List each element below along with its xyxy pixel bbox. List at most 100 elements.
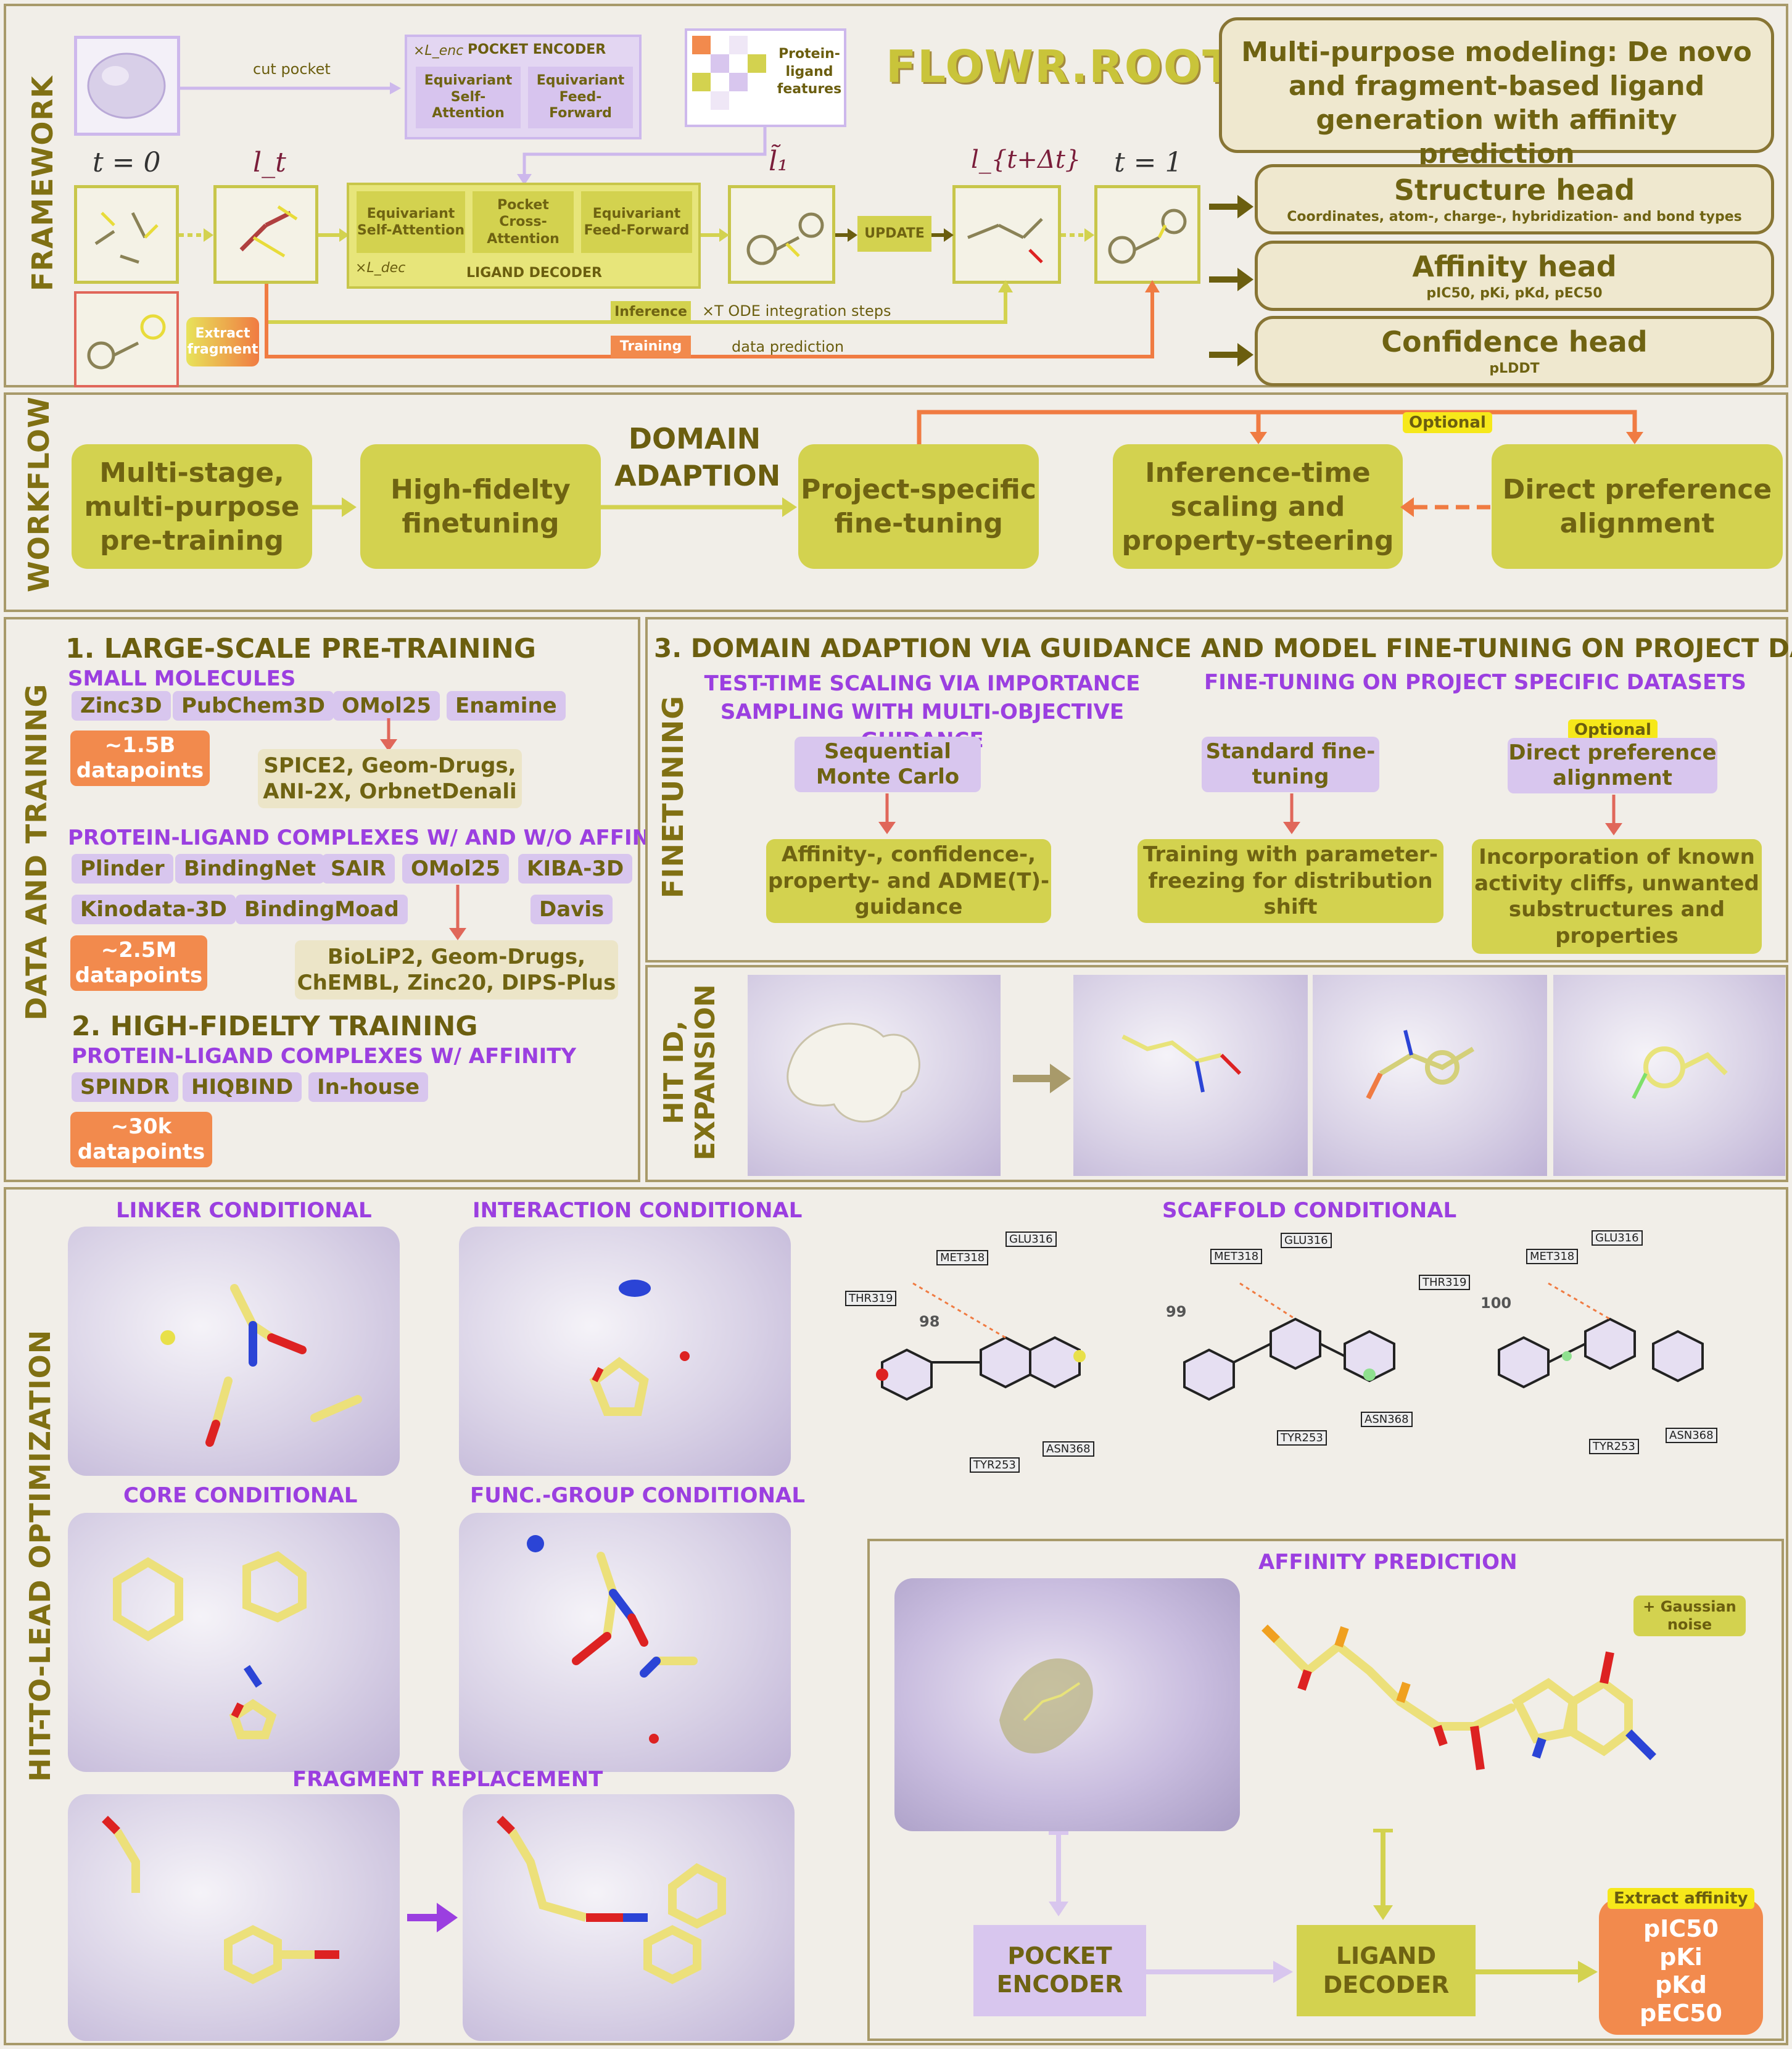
hit-pocket-image <box>748 975 1001 1176</box>
affinity-ligand-icon <box>1261 1625 1656 1770</box>
arrow-decoder-l1 <box>701 228 729 242</box>
chip-davis: Davis <box>531 895 613 924</box>
func-image <box>459 1513 791 1772</box>
ligand-decoder-self-attention: Equivariant Self-Attention <box>357 191 465 253</box>
pocket-encoder-self-attention: Equivariant Self-Attention <box>416 67 521 128</box>
framework-label: FRAMEWORK <box>26 75 59 291</box>
hit-to-lead-panel: HIT-TO-LEAD OPTIMIZATION LINKER CONDITIO… <box>4 1187 1788 2045</box>
arrow-dpa <box>1605 795 1622 835</box>
protein-ligand-features-block: Protein-ligand features <box>685 28 846 127</box>
hit-expansion-panel: HIT ID, EXPANSION <box>645 965 1788 1182</box>
hit-id-label: HIT ID, EXPANSION <box>658 984 721 1161</box>
chip-omol25-pl: OMol25 <box>402 854 510 884</box>
molecule-noise-icon <box>94 212 159 264</box>
workflow-panel: WORKFLOW Multi-stage, multi-purpose pre-… <box>4 392 1788 612</box>
residue-asn368-3: ASN368 <box>1666 1428 1717 1443</box>
h3-domain-adaption: 3. DOMAIN ADAPTION VIA GUIDANCE AND MODE… <box>654 633 1792 663</box>
affinity-head-title: Affinity head <box>1412 250 1617 283</box>
arrow-workflow-2 <box>601 497 797 517</box>
label-ltdt: l_{t+Δt} <box>971 146 1081 174</box>
label-t0: t = 0 <box>93 147 161 178</box>
scaffold-molecule-icon-1 <box>876 1282 1086 1401</box>
cut-pocket-text: cut pocket <box>253 60 331 78</box>
hit-ligand-image-2 <box>1313 975 1547 1176</box>
pocket-encoder-block: ×L_enc POCKET ENCODER Equivariant Self-A… <box>405 35 642 139</box>
arrow-head-structure <box>1209 195 1253 218</box>
affinity-head: Affinity head pIC50, pKi, pKd, pEC50 <box>1255 241 1774 311</box>
arrow-std-ft <box>1283 793 1300 834</box>
residue-thr319-1: THR319 <box>845 1291 897 1306</box>
domain-adaption-panel: 3. DOMAIN ADAPTION VIA GUIDANCE AND MODE… <box>645 617 1792 962</box>
interaction-image <box>459 1227 791 1476</box>
workflow-step-pretraining: Multi-stage, multi-purpose pre-training <box>72 444 312 569</box>
molecule-updated-icon <box>967 218 1043 263</box>
molecule-t1-frame <box>1094 185 1200 284</box>
arrow-head-affinity <box>1209 268 1253 291</box>
fragment-frame <box>74 291 179 387</box>
smc-box: Sequential Monte Carlo <box>795 737 981 792</box>
scaffold-molecule-icon-3 <box>1498 1282 1704 1389</box>
chip-bindingnet: BindingNet <box>175 854 325 884</box>
output-pki: pKi <box>1659 1943 1703 1971</box>
small-molecules-extra: SPICE2, Geom-Drugs, ANI-2X, OrbnetDenali <box>258 749 522 808</box>
label-t1: t = 1 <box>1114 147 1183 178</box>
affinity-head-sub: pIC50, pKi, pKd, pEC50 <box>1426 286 1603 301</box>
affinity-pocket-image <box>894 1578 1240 1831</box>
workflow-step-project-finetuning: Project-specific fine-tuning <box>798 444 1039 569</box>
scaffold-diagram-1: 98 MET318 GLU316 THR319 TYR253 ASN368 <box>827 1227 1141 1498</box>
ligand-decoder-feed-forward: Equivariant Feed-Forward <box>581 191 692 253</box>
affinity-ligand-decoder: LIGAND DECODER <box>1297 1925 1476 2016</box>
hit-ligand-icon-1 <box>1121 1034 1242 1093</box>
high-fidelity-title: PROTEIN-LIGAND COMPLEXES W/ AFFINITY <box>72 1044 577 1069</box>
arrow-update-ltdt <box>931 228 954 242</box>
residue-glu316-3: GLU316 <box>1592 1230 1643 1246</box>
residue-asn368-1: ASN368 <box>1043 1441 1094 1457</box>
chip-kiba3d: KIBA-3D <box>518 854 633 884</box>
ligand-decoder-repeat: ×L_dec <box>355 260 406 276</box>
residue-thr319-2: THR319 <box>1419 1275 1471 1290</box>
interaction-molecule-icon <box>589 1280 690 1416</box>
inference-tag: Inference <box>611 301 691 323</box>
standard-finetuning-output: Training with parameter-freezing for dis… <box>1138 839 1443 923</box>
fragment-replace-arrow <box>407 1903 458 1932</box>
core-molecule-icon <box>113 1551 307 1739</box>
scaffold-diagram-2: 99 MET318 GLU316 THR319 TYR253 ASN368 <box>1147 1227 1471 1498</box>
affinity-pocket-surface-icon <box>999 1658 1093 1753</box>
cut-pocket-arrow <box>180 82 401 94</box>
confidence-head-title: Confidence head <box>1381 325 1648 358</box>
ligand-to-decoder-arrow <box>1373 1829 1393 1920</box>
affinity-title: AFFINITY PREDICTION <box>1258 1550 1517 1575</box>
func-title: FUNC.-GROUP CONDITIONAL <box>470 1483 805 1508</box>
hit-ligand-image-3 <box>1553 975 1785 1176</box>
residue-tyr253-2: TYR253 <box>1277 1430 1327 1446</box>
dpa-optional-tag: Optional <box>1568 719 1658 740</box>
arrow-lt-decoder <box>318 228 349 242</box>
arrow-workflow-1 <box>312 497 357 517</box>
chip-bindingmoad: BindingMoad <box>236 895 408 924</box>
hit-ligand-icon-3 <box>1632 1046 1728 1099</box>
pocket-cavity-icon <box>787 1022 920 1123</box>
affinity-output-box <box>1599 1899 1763 2035</box>
ligand-decoder-title: LIGAND DECODER <box>466 265 602 281</box>
workflow-step-inference-scaling: Inference-time scaling and property-stee… <box>1113 444 1403 569</box>
finetuning-title: FINE-TUNING ON PROJECT SPECIFIC DATASETS <box>1204 670 1746 695</box>
feature-grid-icon <box>692 36 766 110</box>
confidence-head: Confidence head pLDDT <box>1255 316 1774 386</box>
hit-ligand-icon-2 <box>1366 1030 1475 1099</box>
scaffold-score-1: 98 <box>919 1313 940 1330</box>
molecule-l1tilde-frame <box>728 185 835 284</box>
chip-enamine: Enamine <box>447 691 566 721</box>
chip-spindr: SPINDR <box>72 1072 178 1102</box>
chip-kinodata3d: Kinodata-3D <box>72 895 236 924</box>
pocket-image <box>74 36 180 136</box>
extract-fragment-tag: Extract fragment <box>186 317 259 366</box>
ligand-decoder-cross-attention: Pocket Cross-Attention <box>473 191 574 253</box>
update-box: UPDATE <box>857 216 931 252</box>
protein-ligand-count: ~2.5M datapoints <box>70 935 207 991</box>
h2-high-fidelity: 2. HIGH-FIDELTY TRAINING <box>72 1011 478 1042</box>
protein-ligand-title: PROTEIN-LIGAND COMPLEXES W/ AND W/O AFFI… <box>68 826 687 850</box>
encoder-to-decoder-arrow <box>1146 1961 1293 1983</box>
domain-adaption-label: DOMAIN ADAPTION <box>614 422 781 492</box>
fragment-after-icon <box>497 1816 726 1984</box>
molecule-final-icon <box>1108 209 1187 264</box>
